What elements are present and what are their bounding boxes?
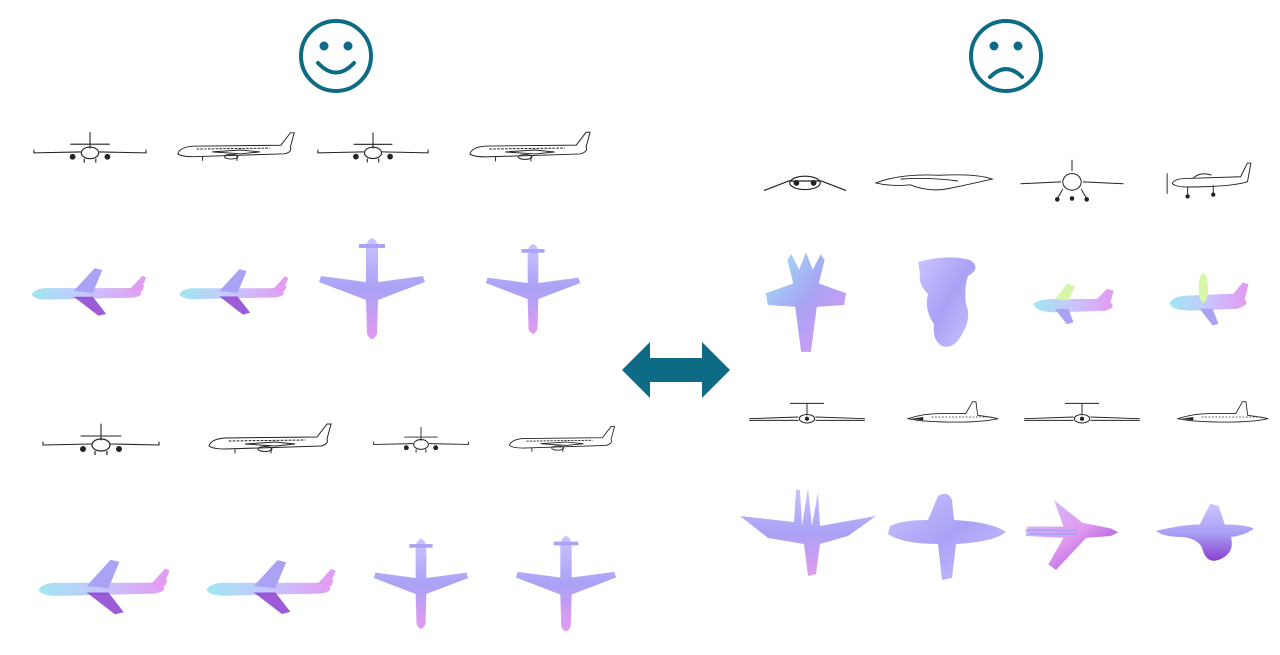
airplane-side-sketch — [506, 422, 618, 462]
airplane-side-shape — [32, 534, 174, 638]
airplane-top-shape — [514, 534, 618, 638]
double-arrow-icon — [622, 340, 730, 400]
blob-side-shape — [1152, 486, 1256, 586]
distorted-side-shape — [1020, 486, 1124, 586]
airplane-side-shape — [200, 534, 340, 638]
airplane-side-shape — [174, 236, 292, 346]
airplane-top-shape — [372, 534, 470, 638]
airplane-side-shape — [26, 236, 150, 346]
propeller-plane-side-sketch — [1162, 158, 1256, 204]
jet-side-sketch — [1168, 400, 1278, 434]
jet-side-sketch — [896, 400, 1010, 434]
frowning-face-icon — [966, 16, 1046, 96]
delta-wing-top-shape — [738, 486, 878, 586]
fighter-top-shape — [762, 250, 850, 358]
airplane-side-sketch — [200, 422, 340, 462]
fighter-front-sketch — [762, 158, 848, 204]
jet-front-sketch — [1016, 400, 1148, 434]
smiley-face-icon — [296, 16, 376, 96]
airplane-front-sketch — [34, 422, 168, 462]
airplane-side-sketch — [174, 130, 298, 170]
small-plane-side-shape — [1030, 250, 1122, 358]
small-plane-front-sketch — [1016, 158, 1128, 204]
propeller-plane-side-shape — [1162, 250, 1256, 358]
blob-wing-top-shape — [882, 486, 1012, 586]
airplane-side-sketch — [466, 130, 594, 170]
blob-top-shape — [908, 250, 988, 358]
airplane-top-shape — [316, 236, 428, 346]
flying-wing-side-sketch — [872, 158, 996, 204]
airplane-front-sketch — [316, 130, 430, 170]
airplane-front-sketch — [372, 422, 470, 462]
jet-front-sketch — [738, 400, 876, 434]
airplane-front-sketch — [32, 130, 148, 170]
airplane-top-shape — [484, 236, 582, 346]
